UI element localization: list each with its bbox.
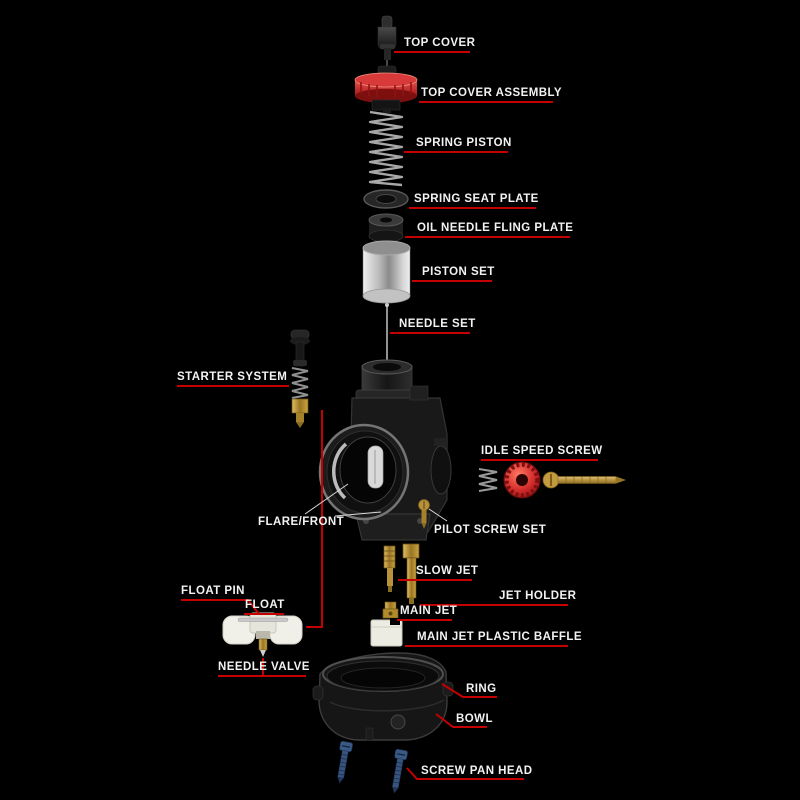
label-needle-valve: NEEDLE VALVE bbox=[218, 661, 310, 673]
leader-bowl bbox=[435, 713, 487, 728]
label-oil-needle-fling-plate: OIL NEEDLE FLING PLATE bbox=[417, 222, 573, 234]
label-top-cover: TOP COVER bbox=[404, 37, 476, 49]
label-bowl: BOWL bbox=[456, 713, 493, 725]
leader-flare-front-2 bbox=[334, 511, 382, 517]
label-screw-pan-head: SCREW PAN HEAD bbox=[421, 765, 533, 777]
label-flare-front: FLARE/FRONT bbox=[258, 516, 344, 528]
part-needle-set bbox=[385, 303, 389, 364]
label-starter-system: STARTER SYSTEM bbox=[177, 371, 287, 383]
part-jet-holder bbox=[402, 543, 420, 604]
part-main-jet bbox=[382, 601, 399, 619]
label-main-jet: MAIN JET bbox=[400, 605, 457, 617]
part-top-cover bbox=[377, 15, 397, 60]
thin-leader-lines bbox=[304, 483, 448, 522]
part-float-assembly bbox=[222, 612, 303, 657]
part-bowl bbox=[312, 652, 454, 741]
part-bell-flare bbox=[318, 423, 410, 521]
label-needle-set: NEEDLE SET bbox=[399, 318, 476, 330]
label-pilot-screw-set: PILOT SCREW SET bbox=[434, 524, 546, 536]
label-float: FLOAT bbox=[245, 599, 285, 611]
part-starter-system bbox=[290, 329, 310, 428]
label-main-jet-plastic-baffle: MAIN JET PLASTIC BAFFLE bbox=[417, 631, 582, 643]
label-piston-set: PISTON SET bbox=[422, 266, 495, 278]
label-spring-piston: SPRING PISTON bbox=[416, 137, 512, 149]
leader-lines bbox=[177, 51, 598, 780]
label-idle-speed-screw: IDLE SPEED SCREW bbox=[481, 445, 603, 457]
part-piston-set bbox=[362, 240, 411, 304]
leader-screw-pan-head bbox=[406, 767, 524, 780]
label-slow-jet: SLOW JET bbox=[416, 565, 478, 577]
part-idle-speed-screw bbox=[478, 461, 626, 499]
leader-flare-front-1 bbox=[304, 483, 349, 515]
part-screw-pan-head-2 bbox=[392, 748, 408, 794]
part-needle-valve bbox=[258, 638, 268, 657]
part-top-cover-assembly bbox=[354, 65, 418, 113]
label-float-pin: FLOAT PIN bbox=[181, 585, 245, 597]
labels: TOP COVER TOP COVER ASSEMBLY SPRING PIST… bbox=[177, 37, 603, 777]
part-oil-needle-fling-plate bbox=[368, 213, 404, 243]
leader-float-pin bbox=[181, 599, 260, 615]
leader-pilot-screw-set bbox=[428, 508, 448, 522]
label-ring: RING bbox=[466, 683, 497, 695]
leader-body-to-float bbox=[306, 410, 323, 628]
part-screw-pan-head-1 bbox=[337, 740, 353, 784]
label-top-cover-assembly: TOP COVER ASSEMBLY bbox=[421, 87, 562, 99]
part-pilot-screw-set bbox=[418, 499, 430, 529]
part-main-jet-plastic-baffle bbox=[370, 618, 403, 647]
part-slow-jet bbox=[383, 545, 396, 592]
part-spring-piston bbox=[368, 110, 404, 187]
leader-needle-valve bbox=[218, 658, 306, 677]
part-float-pin bbox=[237, 617, 289, 622]
label-jet-holder: JET HOLDER bbox=[499, 590, 577, 602]
leader-ring bbox=[441, 683, 497, 698]
label-spring-seat-plate: SPRING SEAT PLATE bbox=[414, 193, 539, 205]
part-spring-seat-plate bbox=[363, 189, 409, 209]
